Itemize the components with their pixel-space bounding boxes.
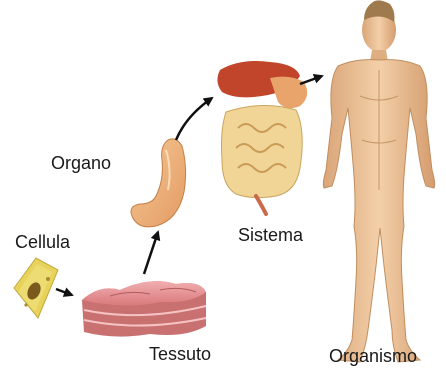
tissue-icon <box>82 281 206 336</box>
label-organismo: Organismo <box>329 347 417 365</box>
label-sistema: Sistema <box>238 226 303 244</box>
label-cellula: Cellula <box>15 233 70 251</box>
arrow-tissue-to-organ <box>144 232 158 274</box>
label-organo: Organo <box>51 154 111 172</box>
arrow-organ-to-system <box>176 98 212 140</box>
stomach-icon <box>131 139 186 227</box>
arrow-cell-to-tissue <box>56 289 72 295</box>
human-body-icon <box>323 0 434 362</box>
cell-icon <box>14 258 58 318</box>
label-tessuto: Tessuto <box>149 345 211 363</box>
digestive-system-icon <box>217 61 307 214</box>
arrow-system-to-organism <box>300 76 322 84</box>
